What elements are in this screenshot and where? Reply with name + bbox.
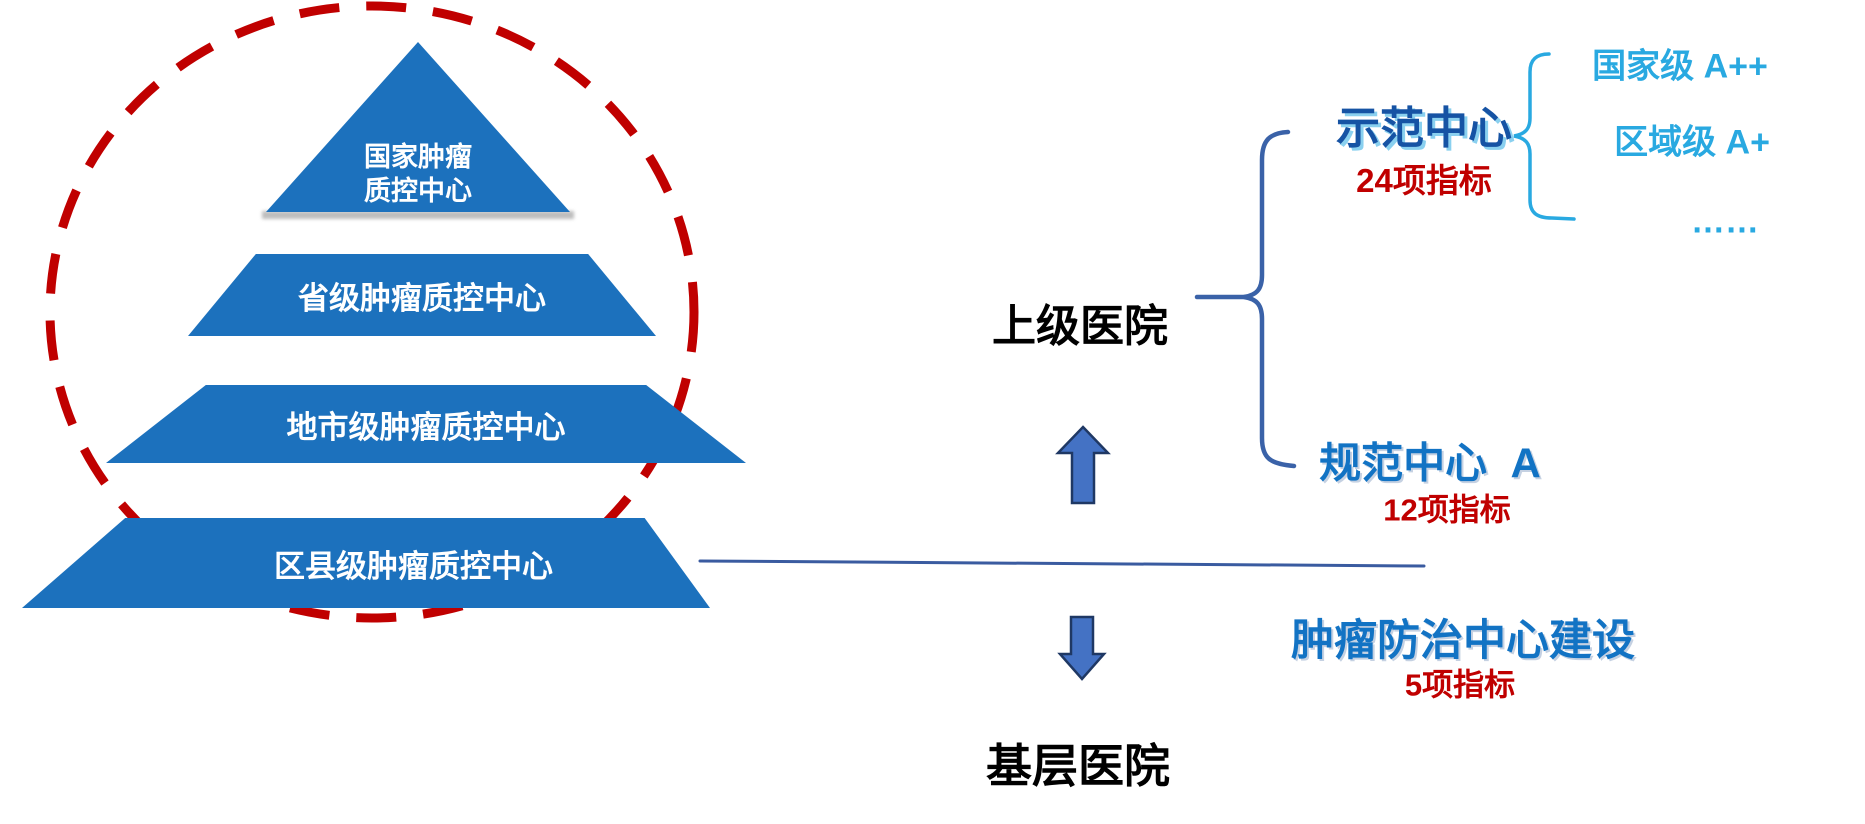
upper-hospital-label: 上级医院 — [992, 302, 1168, 351]
pyramid-level-county: 区县级肿瘤质控中心 — [22, 518, 710, 608]
triangle-shadow — [262, 211, 574, 219]
pyramid-level-county-label: 区县级肿瘤质控中心 — [274, 548, 553, 584]
demonstration-center-indicators: 24项指标 — [1356, 162, 1492, 199]
grade-regional-label: 区域级 A+ — [1614, 123, 1770, 162]
up-arrow-icon — [1055, 425, 1111, 505]
red-dashed-circle-icon — [45, 1, 699, 623]
pyramid-level-city-label: 地市级肿瘤质控中心 — [286, 409, 566, 445]
pyramid-level-city: 地市级肿瘤质控中心 — [106, 385, 746, 463]
grade-more-ellipsis: …… — [1691, 202, 1759, 241]
standard-center-label: 规范中心 A — [1319, 439, 1541, 487]
standard-center-indicators: 12项指标 — [1383, 492, 1511, 528]
small-curly-brace-icon — [1513, 52, 1576, 221]
pyramid-level-provincial: 省级肿瘤质控中心 — [188, 254, 656, 336]
demonstration-center-label: 示范中心 — [1336, 104, 1512, 153]
separator-line — [698, 559, 1426, 568]
pyramid-level-national-label-line1: 国家肿瘤 — [364, 142, 472, 172]
base-hospital-label: 基层医院 — [986, 740, 1170, 792]
grade-national-label: 国家级 A++ — [1592, 47, 1768, 86]
prevention-center-label: 肿瘤防治中心建设 — [1291, 617, 1635, 665]
pyramid-level-provincial-label: 省级肿瘤质控中心 — [298, 280, 546, 316]
pyramid-level-national-label-line2: 质控中心 — [364, 176, 472, 206]
prevention-center-indicators: 5项指标 — [1404, 667, 1516, 703]
large-curly-brace-icon — [1243, 129, 1297, 469]
down-arrow-icon — [1057, 615, 1107, 681]
